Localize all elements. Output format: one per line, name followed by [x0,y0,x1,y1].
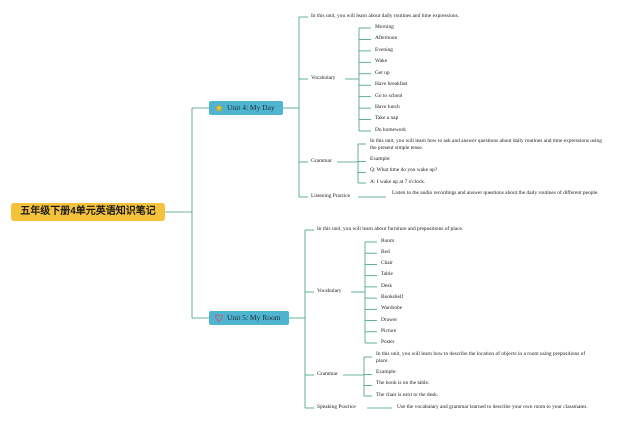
unit5-vocab-item: Wardrobe [381,305,403,311]
unit5-title: Unit 5: My Room [227,313,281,322]
unit4-grammar-explanation: In this unit, you will learn how to ask … [370,138,602,151]
unit4-vocab-item: Evening [375,47,393,53]
unit4-intro: In this unit, you will learn about daily… [311,13,460,19]
unit5-vocab-item: Desk [381,283,393,289]
unit5-vocab-item: Room [381,238,395,244]
unit5-vocab-item: Drawer [381,317,398,323]
root-node[interactable]: 五年级下册4单元英语知识笔记 [11,203,165,221]
unit4-vocabulary-label: Vocabulary [311,75,336,81]
unit4-vocab-item: Wake [375,58,388,64]
unit5-grammar-sentence: The book is on the table. [376,380,430,386]
unit5-vocab-item: Chair [381,260,393,266]
unit5-practice-text: Use the vocabulary and grammar learned t… [397,404,588,410]
unit5-grammar-explanation: In this unit, you will learn how to desc… [376,351,586,364]
star-icon [215,104,223,112]
unit5-practice-label: Speaking Practice [317,404,356,410]
unit5-vocab-item: Poster [381,339,395,345]
unit5-vocab-item: Bookshelf [381,294,404,300]
unit4-vocab-item: Have lunch [375,104,400,110]
unit5-vocabulary-label: Vocabulary [317,288,342,294]
unit5-grammar-label: Grammar [317,371,338,377]
unit4-grammar-answer: A: I wake up at 7 o'clock. [370,179,426,185]
unit5-grammar-sentence: The chair is next to the desk. [376,392,439,398]
unit4-title: Unit 4: My Day [227,103,275,112]
unit4-grammar-question: Q: What time do you wake up? [370,167,438,173]
unit4-vocab-item: Do homework [375,127,406,133]
heart-icon [215,314,223,322]
unit4-vocab-item: Morning [375,24,394,30]
unit4-vocab-item: Take a nap [375,115,399,121]
unit5-node[interactable]: Unit 5: My Room [209,311,289,325]
unit4-grammar-label: Grammar [311,158,332,164]
unit4-vocab-item: Have breakfast [375,81,408,87]
unit5-intro: In this unit, you will learn about furni… [317,226,464,232]
unit5-vocab-item: Picture [381,328,397,334]
unit4-grammar-example-label: Example: [370,156,391,162]
unit4-vocab-item: Go to school [375,93,403,99]
unit4-vocab-item: Afternoon [375,35,398,41]
unit4-vocab-item: Get up [375,70,390,76]
unit5-grammar-example-label: Example: [376,369,397,375]
unit5-vocab-item: Table [381,271,393,277]
unit5-vocab-item: Bed [381,249,390,255]
unit4-node[interactable]: Unit 4: My Day [209,101,283,115]
unit4-practice-text: Listen to the audio recordings and answe… [392,190,599,196]
unit4-practice-label: Listening Practice [311,193,351,199]
